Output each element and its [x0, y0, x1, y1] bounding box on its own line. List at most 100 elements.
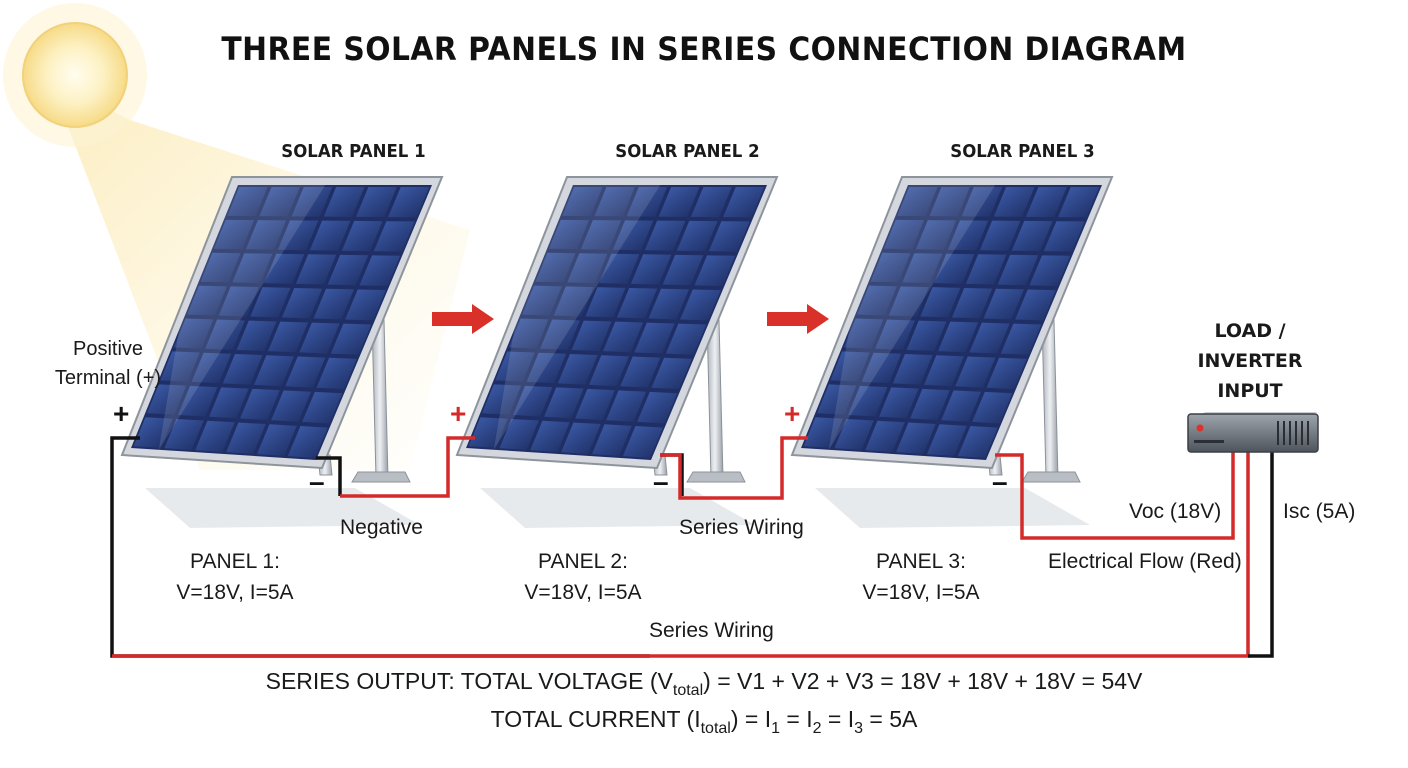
- panel-cell: [222, 353, 263, 385]
- panel-cell: [571, 320, 612, 352]
- panel-cell: [830, 351, 870, 382]
- panel-cell: [1058, 187, 1100, 218]
- current-formula-suffix: = 5A: [863, 706, 918, 732]
- panel-cell: [323, 187, 365, 217]
- positive-terminal-line-2: Terminal (+): [54, 367, 162, 389]
- panel-cell: [957, 426, 998, 458]
- sun-icon: [3, 3, 147, 147]
- panel-title-2: SOLAR PANEL 2: [615, 141, 760, 162]
- current-formula-subscript-3: 3: [854, 720, 864, 737]
- panel-cell: [906, 320, 947, 352]
- panel-3-minus-sign: –: [992, 466, 1008, 497]
- panel-cell: [612, 220, 654, 251]
- panel-cell: [888, 286, 929, 317]
- panel-cell: [892, 353, 933, 385]
- panel-1-cells: [133, 186, 430, 458]
- panel-2-stand-leg: [706, 319, 724, 479]
- panel-cell: [271, 390, 312, 422]
- panel-cell: [277, 220, 319, 251]
- solar-panel-1: [120, 176, 444, 528]
- inverter-indicator-light: [1196, 424, 1204, 432]
- panel-cell: [927, 424, 967, 456]
- solar-panel-3: [790, 176, 1114, 528]
- panel-cell: [690, 187, 732, 218]
- panel-cell: [580, 220, 622, 250]
- panel-cell: [637, 391, 678, 424]
- panel-cell: [589, 355, 629, 387]
- panel-cell: [240, 388, 280, 420]
- panel-cell: [557, 353, 598, 385]
- panel-title-3: SOLAR PANEL 3: [950, 141, 1095, 162]
- panel-2-minus-sign: –: [653, 466, 669, 497]
- series-wire-2-red: [660, 436, 808, 500]
- current-formula-subscript-2: 2: [812, 720, 822, 737]
- panel-cell: [606, 390, 647, 422]
- panel-3-info: PANEL 3: V=18V, I=5A: [846, 546, 996, 608]
- panel-cell: [993, 187, 1035, 217]
- panel-1-plus-sign: +: [113, 398, 130, 429]
- panel-cell: [195, 420, 235, 452]
- panel-3-plus-sign: +: [784, 398, 801, 429]
- panel-2-caption: PANEL 2:: [538, 550, 628, 573]
- panel-cell: [327, 254, 369, 286]
- panel-cell: [295, 254, 337, 285]
- panel-cell: [309, 220, 351, 251]
- panel-cell: [938, 321, 979, 353]
- panel-1-caption: PANEL 1:: [190, 550, 280, 573]
- panel-cell: [526, 352, 567, 384]
- panel-cell: [468, 417, 508, 448]
- panel-cell: [834, 418, 874, 450]
- panel-cell: [561, 422, 601, 454]
- panel-cell: [299, 322, 340, 354]
- panel-1-info: PANEL 1: V=18V, I=5A: [160, 546, 310, 608]
- panel-cell: [644, 220, 686, 251]
- current-formula-part-1: ) = I: [730, 706, 772, 732]
- panel-title-1: SOLAR PANEL 1: [281, 141, 426, 162]
- panel-cell: [875, 319, 915, 350]
- panel-cell: [213, 219, 255, 250]
- panel-cell: [723, 187, 765, 218]
- panel-cell: [285, 356, 326, 388]
- panel-cell: [133, 417, 173, 448]
- panel-3-stand-foot: [1021, 471, 1081, 483]
- panel-cell: [147, 384, 187, 415]
- panel-cell: [173, 318, 214, 349]
- panel-cell: [1025, 187, 1067, 218]
- panel-cell: [857, 285, 897, 316]
- panel-cell: [191, 352, 232, 384]
- panel-cell: [972, 391, 1013, 424]
- panel-cell: [594, 186, 635, 217]
- panel-cell: [634, 322, 675, 354]
- flow-arrow-2: [767, 304, 829, 334]
- panel-3-glare: [828, 185, 996, 450]
- series-wire-1-red: [340, 436, 475, 498]
- panel-cell: [287, 426, 328, 458]
- load-inverter-label: LOAD / INVERTER INPUT: [1190, 316, 1310, 406]
- total-voltage-formula: SERIES OUTPUT: TOTAL VOLTAGE (Vtotal) = …: [0, 668, 1408, 700]
- flow-arrow-1: [432, 304, 494, 334]
- panel-cell: [879, 387, 919, 419]
- current-formula-part-2: = I: [780, 706, 813, 732]
- panel-cell: [236, 320, 277, 352]
- panel-1-minus-sign: –: [309, 466, 325, 497]
- series-wiring-label-bottom: Series Wiring: [649, 619, 774, 642]
- panel-cell: [341, 220, 383, 252]
- panel-cell: [553, 286, 594, 317]
- panel-cell: [865, 420, 905, 452]
- panel-cell: [359, 255, 401, 287]
- panel-cell: [187, 285, 227, 316]
- panel-cell: [1043, 221, 1085, 252]
- panel-cell: [178, 385, 218, 417]
- electrical-flow-label: Electrical Flow (Red): [1048, 550, 1242, 573]
- panel-cell: [345, 289, 386, 321]
- panel-cell: [648, 288, 689, 320]
- panel-cell: [680, 289, 721, 321]
- panel-cell: [708, 221, 750, 252]
- panel-cell: [599, 253, 640, 284]
- panel-cell: [513, 385, 553, 417]
- panel-cell: [259, 186, 300, 217]
- panel-cell: [1029, 255, 1071, 287]
- output-wire-red: [995, 445, 1235, 540]
- panel-cell: [160, 351, 200, 382]
- panel-cell: [544, 387, 584, 419]
